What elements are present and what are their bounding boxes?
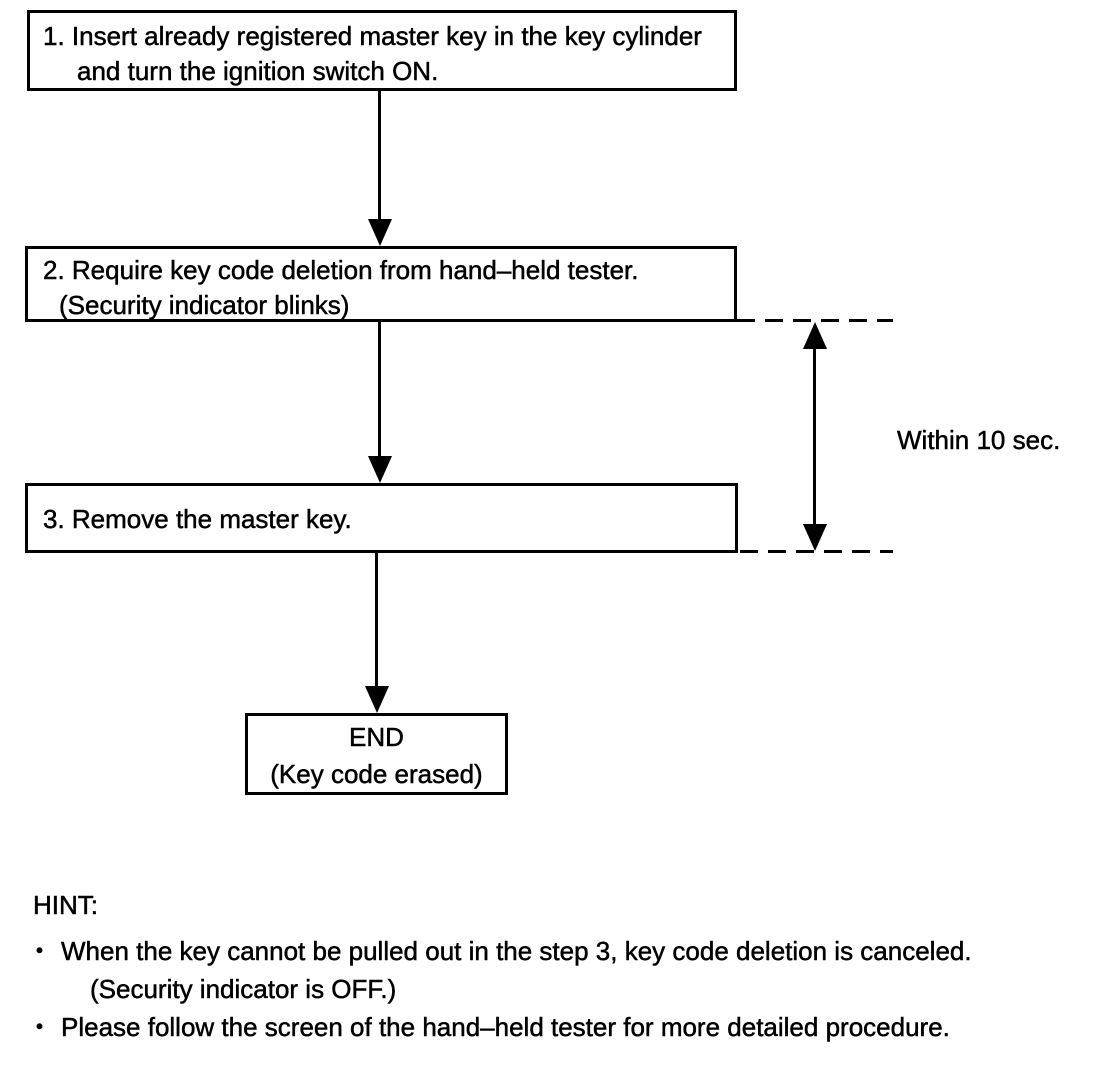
dashed-extension-line-bottom	[740, 550, 893, 553]
hint-heading: HINT:	[33, 890, 99, 920]
down-arrow-connector-3	[365, 553, 389, 713]
flow-step-2-box: 2. Require key code deletion from hand–h…	[25, 246, 737, 322]
down-arrow-connector-1	[368, 91, 392, 246]
flow-step-3-box: 3. Remove the master key.	[25, 483, 738, 553]
end-title: END	[349, 722, 404, 753]
arrow-stem	[378, 322, 381, 459]
bullet-icon: •	[36, 940, 44, 963]
hint-line: When the key cannot be pulled out in the…	[61, 936, 972, 967]
hint-line: Please follow the screen of the hand–hel…	[61, 1012, 950, 1043]
hint-line: (Security indicator is OFF.)	[90, 974, 397, 1005]
step-text-line: 2. Require key code deletion from hand–h…	[43, 255, 639, 286]
step-text-line: and turn the ignition switch ON.	[77, 56, 439, 87]
end-box: END (Key code erased)	[245, 713, 508, 795]
step-text-line: 3. Remove the master key.	[43, 504, 352, 535]
flow-step-1-box: 1. Insert already registered master key …	[27, 10, 737, 91]
hint-list: • When the key cannot be pulled out in t…	[33, 932, 1113, 1046]
hint-lines: When the key cannot be pulled out in the…	[61, 932, 1113, 1008]
arrowhead-down-icon	[368, 219, 392, 246]
down-arrow-connector-2	[368, 322, 392, 483]
arrowhead-down-icon	[803, 524, 827, 551]
step-text-line: (Security indicator blinks)	[59, 290, 350, 321]
hint-item: • Please follow the screen of the hand–h…	[33, 1008, 1113, 1046]
timing-label: Within 10 sec.	[897, 425, 1061, 455]
arrow-stem	[813, 346, 816, 527]
within-10-sec-span-arrow	[803, 322, 827, 551]
hint-item: • When the key cannot be pulled out in t…	[33, 932, 1113, 1008]
step-text-line: 1. Insert already registered master key …	[43, 21, 702, 52]
bullet-icon: •	[36, 1016, 44, 1039]
arrow-stem	[375, 553, 378, 689]
arrowhead-down-icon	[368, 456, 392, 483]
arrowhead-up-icon	[803, 322, 827, 349]
end-subtitle: (Key code erased)	[270, 759, 483, 790]
arrowhead-down-icon	[365, 686, 389, 713]
hint-lines: Please follow the screen of the hand–hel…	[61, 1008, 1113, 1046]
arrow-stem	[378, 91, 381, 222]
dashed-extension-line-top	[737, 319, 893, 322]
